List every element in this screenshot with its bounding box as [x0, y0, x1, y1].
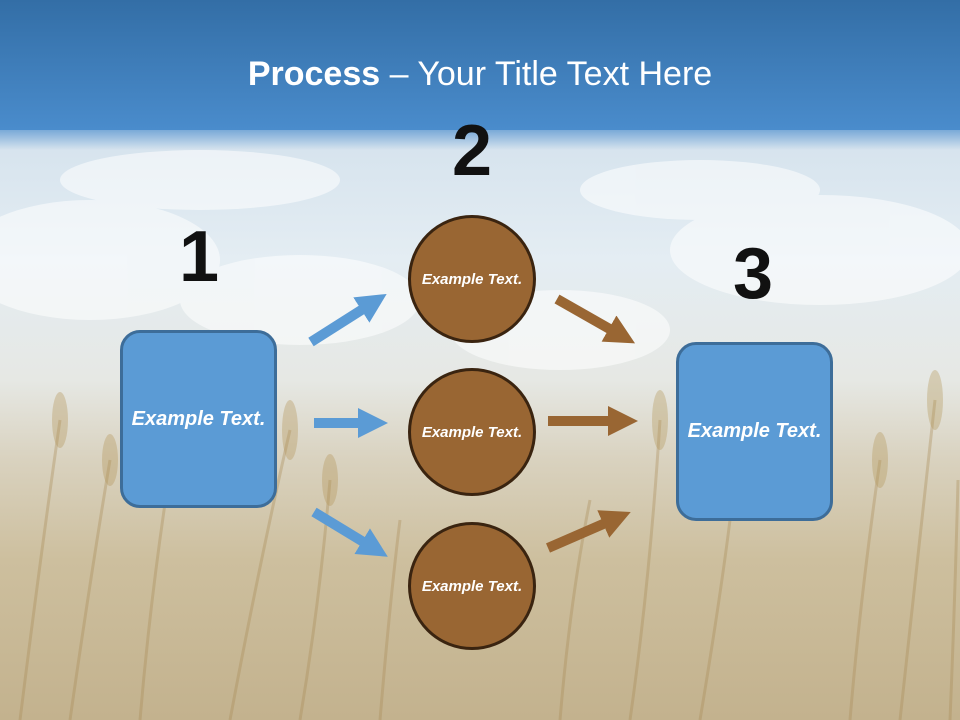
slide-title: Process – Your Title Text Here: [0, 52, 960, 96]
step-2-circle-top: Example Text.: [408, 215, 536, 343]
step-2-top-text: Example Text.: [421, 270, 523, 288]
step-3-box: Example Text.: [676, 342, 833, 521]
step-1-text: Example Text.: [131, 407, 266, 430]
step-1-box: Example Text.: [120, 330, 277, 508]
step-2-bottom-text: Example Text.: [421, 577, 523, 595]
step-number-1: 1: [178, 217, 220, 297]
step-number-2: 2: [451, 111, 493, 191]
title-rest: – Your Title Text Here: [380, 55, 713, 93]
step-number-3: 3: [732, 234, 774, 314]
title-bold: Process: [247, 55, 381, 93]
step-2-middle-text: Example Text.: [421, 423, 523, 441]
step-3-text: Example Text.: [687, 420, 822, 442]
title-bar: [0, 0, 960, 130]
step-2-circle-middle: Example Text.: [408, 368, 536, 496]
step-2-circle-bottom: Example Text.: [408, 522, 536, 650]
